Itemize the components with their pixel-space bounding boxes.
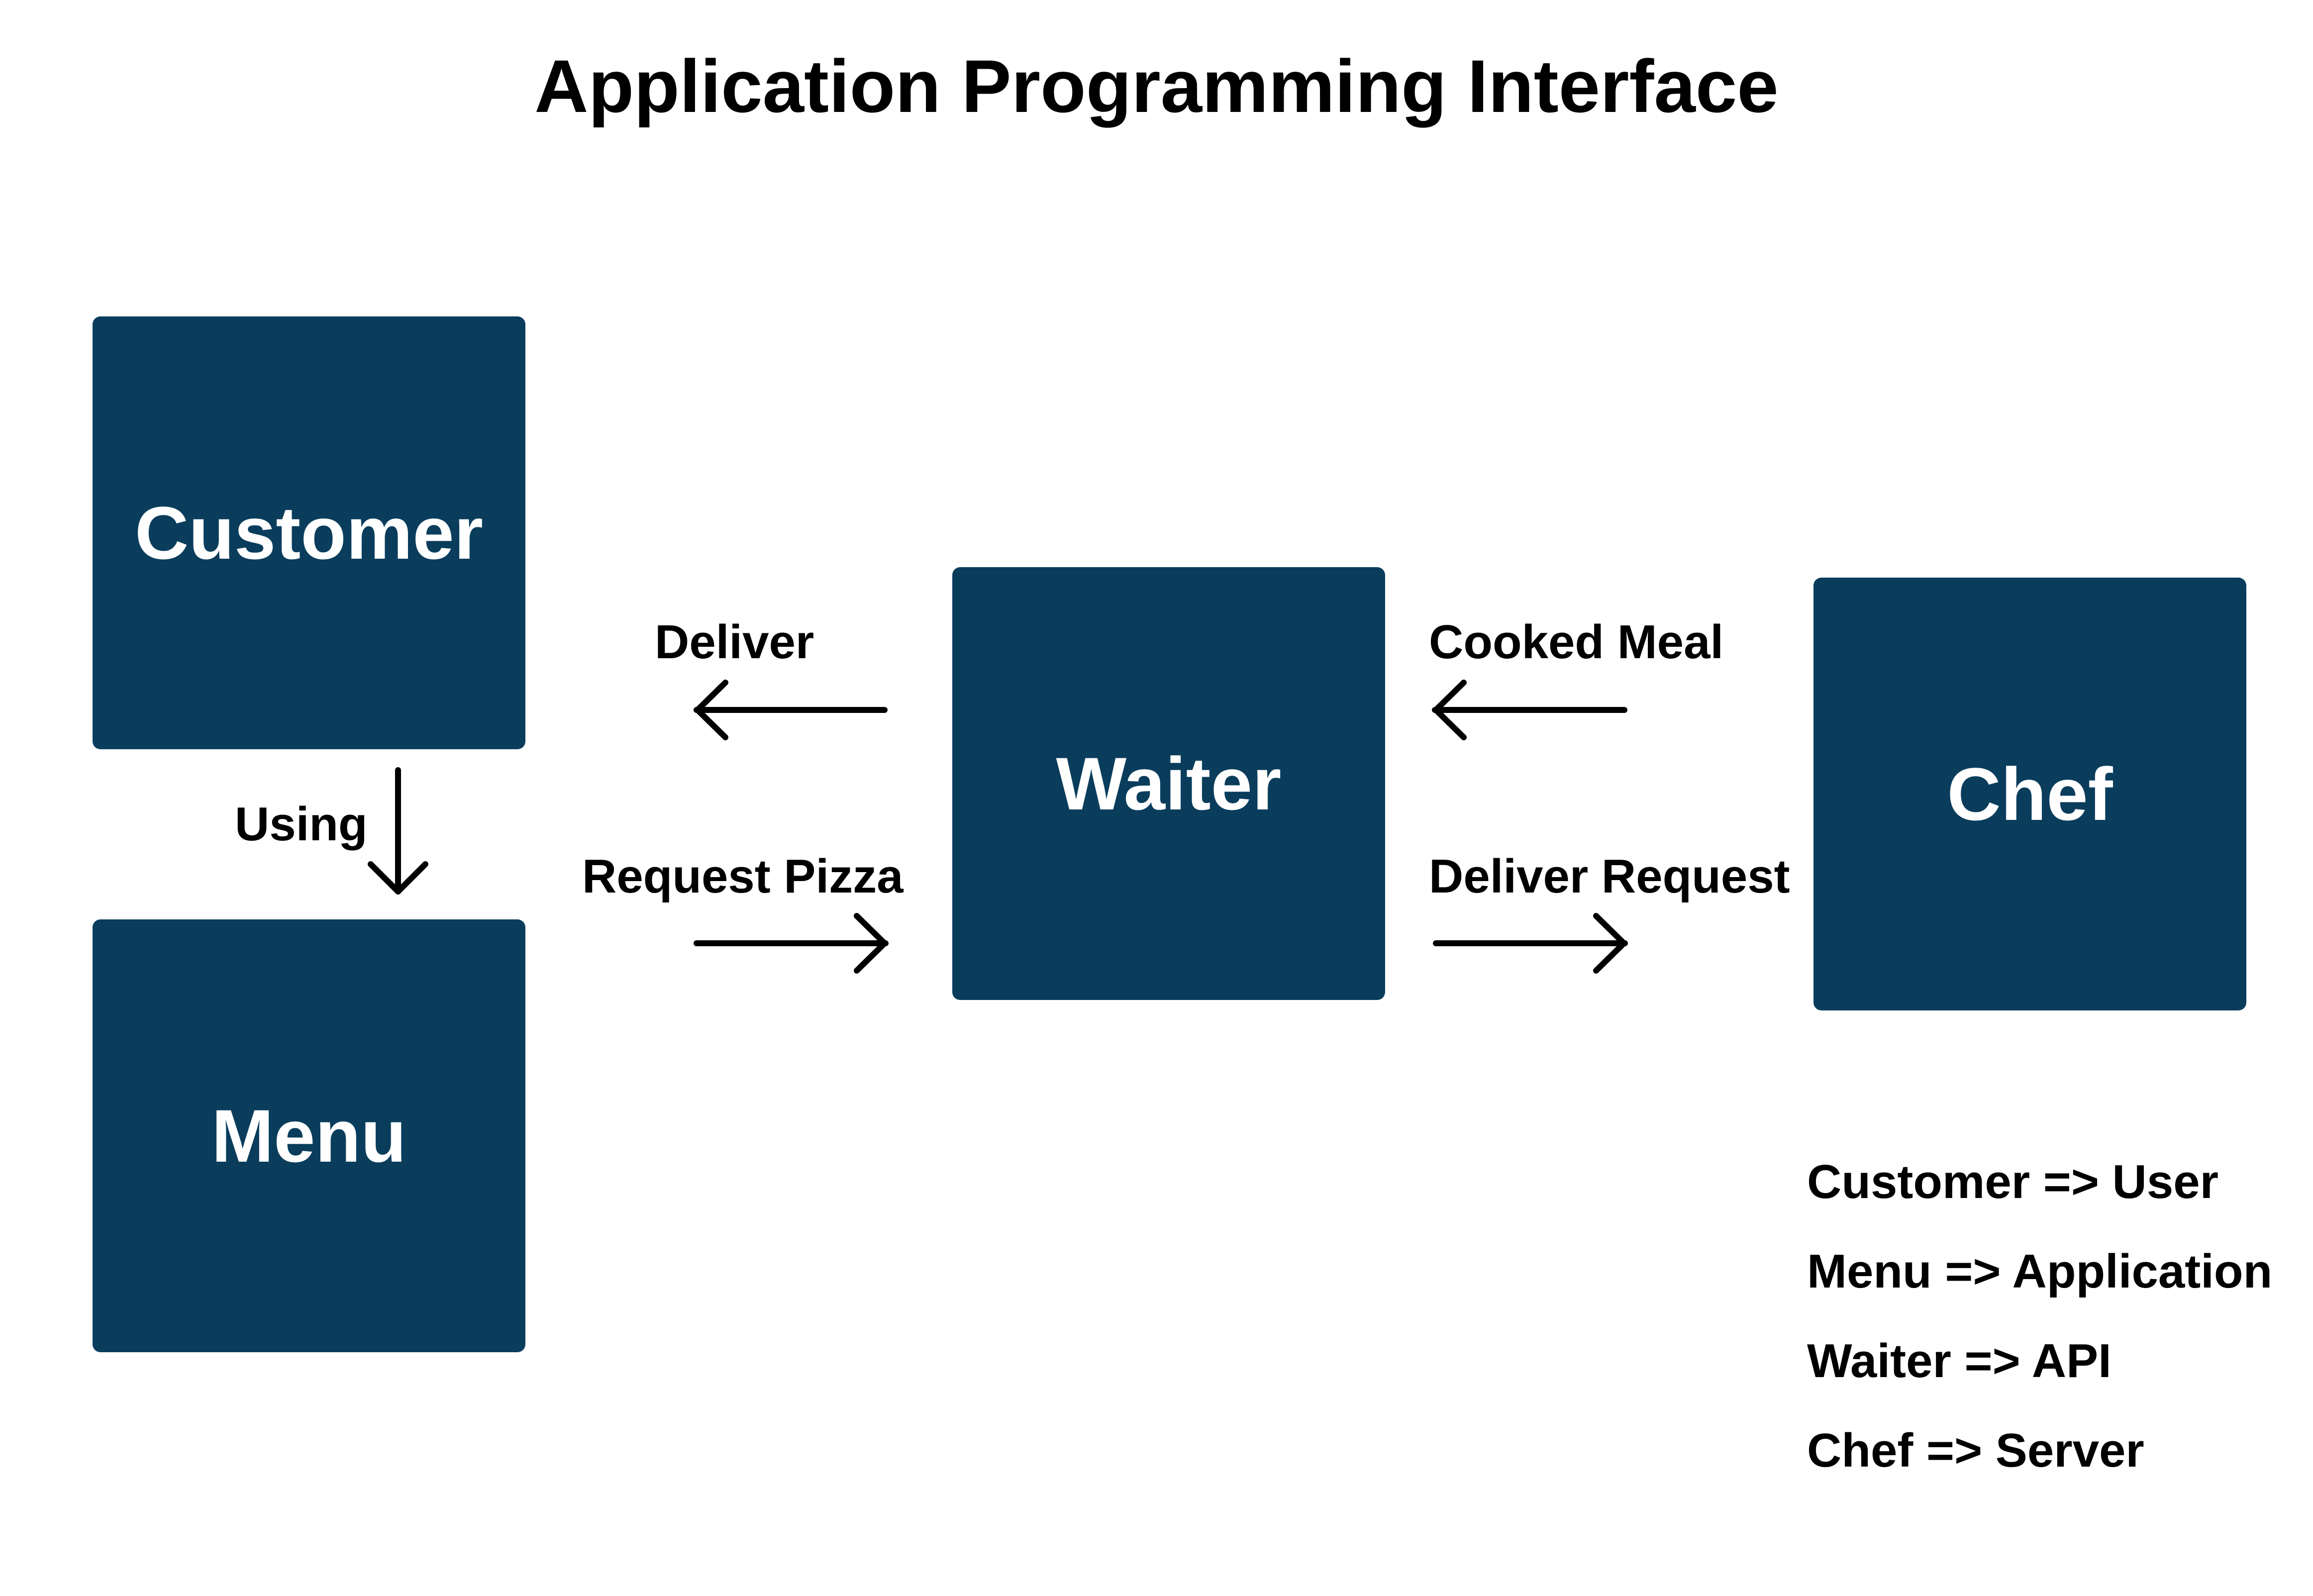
edge-label-cooked-meal: Cooked Meal (1429, 615, 1724, 669)
legend-list: Customer => User Menu => Application Wai… (1807, 1137, 2272, 1496)
legend-item: Menu => Application (1807, 1245, 2273, 1298)
arrow-request-pizza-to-waiter (694, 913, 889, 974)
arrow-customer-to-menu (368, 767, 428, 895)
diagram-title: Application Programming Interface (534, 44, 1779, 128)
node-chef: Chef (1813, 578, 2246, 1010)
arrow-deliver-request-to-chef (1433, 913, 1628, 974)
legend-item: Waiter => API (1807, 1334, 2112, 1388)
node-waiter: Waiter (952, 567, 1385, 1000)
edge-label-deliver-request: Deliver Request (1429, 850, 1790, 903)
arrow-deliver-to-customer (694, 680, 888, 740)
node-customer: Customer (93, 316, 525, 749)
node-menu: Menu (93, 919, 525, 1352)
edge-label-request-pizza: Request Pizza (582, 850, 904, 903)
edge-label-deliver: Deliver (655, 615, 814, 669)
legend-item: Customer => User (1807, 1155, 2219, 1208)
edge-label-using: Using (235, 798, 368, 851)
legend-item: Chef => Server (1807, 1424, 2144, 1477)
arrow-cooked-meal-to-waiter (1432, 680, 1627, 740)
